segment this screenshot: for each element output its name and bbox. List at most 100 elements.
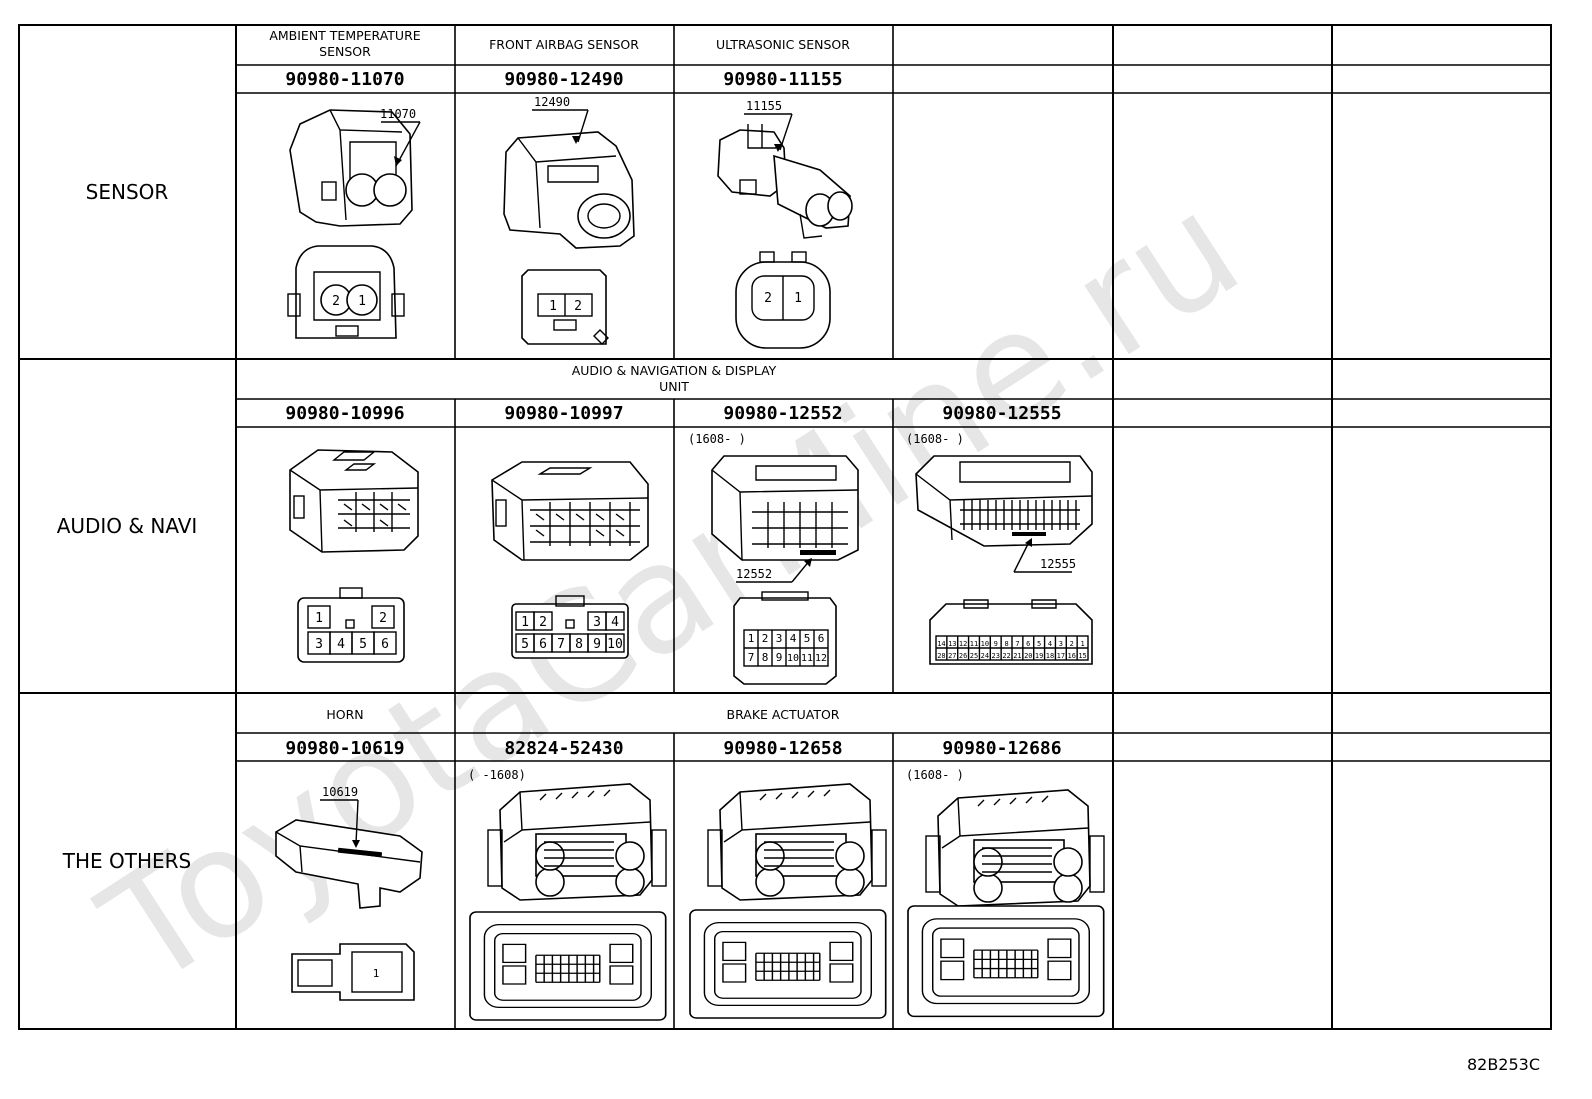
pin-5: 5 [804,632,811,645]
pin-14: 14 [937,640,945,648]
callout-12555: 12555 [1040,557,1076,571]
12-pin-connector-face-icon: 1 2 3 4 5 6 7 8 9 10 11 12 [733,591,837,685]
table-grid [18,24,1552,1030]
header-text: UNIT [659,379,689,394]
pin-6: 6 [539,637,547,652]
pin-1: 1 [521,615,529,630]
2-pin-airbag-connector-face-icon: 1 2 [521,269,609,345]
2-pin-waterproof-connector-face-icon: 2 1 [735,251,831,349]
part-number-90980-12555: 90980-12555 [942,403,1061,424]
pin-4: 4 [611,615,619,630]
pin-2: 2 [764,291,772,306]
part-number-90980-12658: 90980-12658 [723,738,842,759]
part-number-90980-10996: 90980-10996 [285,403,404,424]
date-note-82824-52430: ( -1608) [468,768,526,782]
10-pin-connector-icon [491,461,649,561]
brake-actuator-connector-icon [707,783,887,901]
pin-6: 6 [1026,640,1030,648]
pin-2: 2 [762,632,769,645]
pin-5: 5 [1037,640,1041,648]
pin-17: 17 [1057,652,1065,660]
pin-2: 2 [332,294,340,309]
category-sensor: SENSOR [86,180,169,204]
pin-1: 1 [748,632,755,645]
pin-11: 11 [970,640,978,648]
pin-8: 8 [762,651,769,664]
pin-15: 15 [1078,652,1086,660]
header-horn: HORN [326,707,363,722]
header-text: AMBIENT TEMPERATURE [269,28,420,43]
part-number-90980-11155: 90980-11155 [723,69,842,90]
header-text: SENSOR [319,44,371,59]
2-pin-waterproof-connector-icon [717,113,853,239]
pin-1: 1 [794,291,802,306]
pin-22: 22 [1002,652,1010,660]
pin-27: 27 [948,652,956,660]
brake-actuator-connector-face-icon [907,905,1105,1018]
pin-7: 7 [748,651,755,664]
pin-4: 4 [790,632,797,645]
brake-actuator-connector-icon [487,783,667,901]
pin-2: 2 [539,615,547,630]
part-number-90980-11070: 90980-11070 [285,69,404,90]
part-number-90980-10619: 90980-10619 [285,738,404,759]
header-text: AUDIO & NAVIGATION & DISPLAY [572,363,777,378]
pin-9: 9 [593,637,601,652]
1-pin-horn-connector-icon [275,799,423,909]
date-note-12555: (1608- ) [906,432,964,446]
pin-12: 12 [815,653,827,664]
pin-1: 1 [358,294,366,309]
pin-5: 5 [521,637,529,652]
category-the-others: THE OTHERS [62,849,191,873]
pin-1: 1 [549,299,557,314]
pin-3: 3 [593,615,601,630]
28-pin-connector-icon [915,455,1093,573]
2-pin-round-connector-icon [289,109,421,227]
pin-16: 16 [1067,652,1075,660]
pin-7: 7 [1015,640,1019,648]
callout-11155: 11155 [746,99,782,113]
pin-25: 25 [970,652,978,660]
brake-actuator-connector-icon [925,789,1105,907]
6-pin-connector-face-icon: 1 2 3 4 5 6 [297,587,405,663]
pin-24: 24 [981,652,989,660]
pin-2: 2 [1070,640,1074,648]
part-number-90980-12686: 90980-12686 [942,738,1061,759]
pin-11: 11 [801,653,813,664]
pin-23: 23 [991,652,999,660]
part-number-90980-12490: 90980-12490 [504,69,623,90]
callout-12552: 12552 [736,567,772,581]
10-pin-connector-face-icon: 1 2 3 4 5 6 7 8 9 10 [511,595,629,659]
pin-18: 18 [1046,652,1054,660]
date-note-12552: (1608- ) [688,432,746,446]
pin-4: 4 [1048,640,1052,648]
pin-6: 6 [818,632,825,645]
2-pin-round-connector-face-icon: 2 1 [287,245,405,339]
pin-4: 4 [337,637,345,652]
callout-11070: 11070 [380,107,416,121]
illustration-code: 82B253C [1467,1055,1540,1074]
pin-10: 10 [607,637,623,652]
pin-2: 2 [574,299,582,314]
pin-1: 1 [1080,640,1084,648]
1-pin-horn-connector-face-icon: 1 [291,943,415,1001]
pin-9: 9 [776,651,783,664]
pin-26: 26 [959,652,967,660]
pin-20: 20 [1024,652,1032,660]
pin-21: 21 [1013,652,1021,660]
header-front-airbag-sensor: FRONT AIRBAG SENSOR [489,37,639,52]
pin-9: 9 [994,640,998,648]
pin-10: 10 [981,640,989,648]
pin-7: 7 [557,637,565,652]
part-number-90980-12552: 90980-12552 [723,403,842,424]
pin-3: 3 [1059,640,1063,648]
pin-19: 19 [1035,652,1043,660]
pin-3: 3 [315,637,323,652]
pin-1: 1 [373,967,380,980]
pin-28: 28 [937,652,945,660]
pin-5: 5 [359,637,367,652]
pin-8: 8 [575,637,583,652]
pin-8: 8 [1004,640,1008,648]
